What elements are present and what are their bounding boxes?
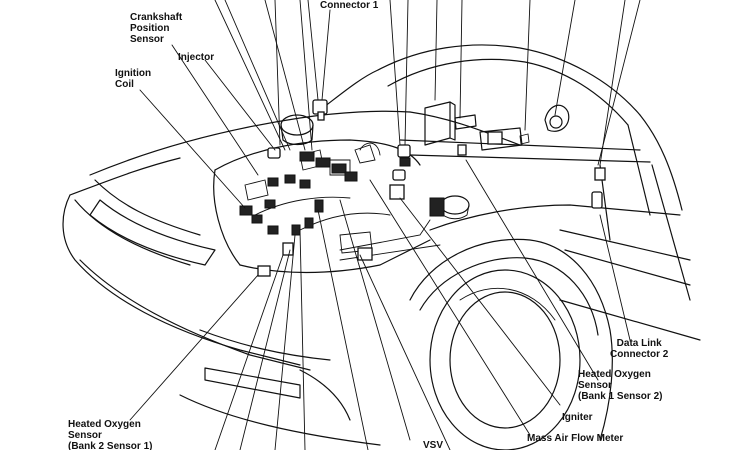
crankshaft-position-sensor-label: Crankshaft Position Sensor <box>130 12 183 45</box>
igniter-label: Igniter <box>562 412 593 423</box>
leader-lines <box>129 0 641 450</box>
ignition-coil-label: Ignition Coil <box>115 68 152 90</box>
mass-air-flow-meter-label: Mass Air Flow Meter <box>527 433 624 444</box>
connector-1-label: Connector 1 <box>320 0 379 11</box>
data-link-connector-2-label: Data Link Connector 2 <box>610 338 669 360</box>
components <box>239 99 606 277</box>
heated-oxygen-sensor-bank2-label: Heated Oxygen Sensor (Bank 2 Sensor 1) <box>68 419 153 450</box>
vsv-partial-label: VSV <box>423 440 444 450</box>
injector-label: Injector <box>178 52 215 63</box>
heated-oxygen-sensor-bank1-label: Heated Oxygen Sensor (Bank 1 Sensor 2) <box>578 369 663 402</box>
